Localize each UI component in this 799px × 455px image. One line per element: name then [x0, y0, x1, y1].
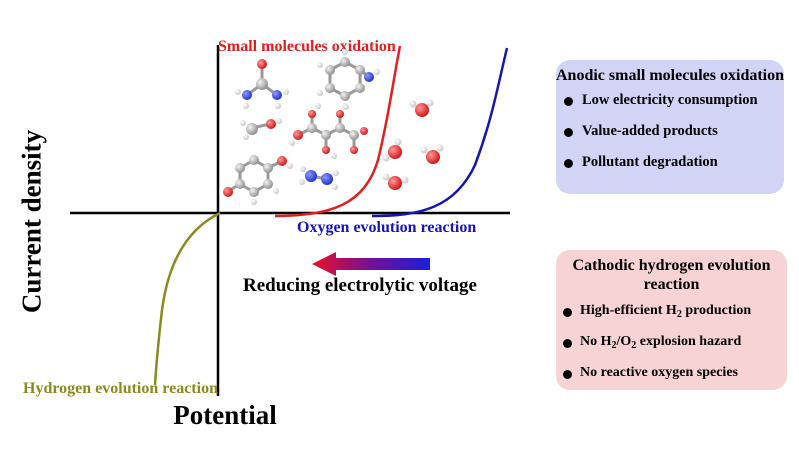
methanol-molecule-icon — [240, 118, 282, 140]
cathodic-item-text: No H — [580, 334, 612, 349]
cathodic-item-text: High-efficient H — [580, 303, 677, 318]
reducing-voltage-label: Reducing electrolytic voltage — [243, 275, 477, 296]
anodic-panel-list: Low electricity consumption Value-added … — [556, 92, 784, 185]
bullet-icon — [563, 370, 572, 379]
small-molecules-oxidation-curve — [274, 45, 402, 218]
list-item: Pollutant degradation — [556, 154, 784, 185]
glucose-molecule-icon — [289, 103, 368, 159]
subscript: 2 — [611, 340, 617, 351]
y-axis-label: Current density — [16, 129, 47, 314]
cathodic-item-text: No reactive oxygen species — [580, 365, 738, 380]
benzylamine-molecule-icon — [317, 49, 380, 109]
list-item: No reactive oxygen species — [556, 365, 787, 396]
oxygen-evolution-curve — [371, 47, 509, 218]
cathodic-panel-list: High-efficient H2 production No H2/O2 ex… — [556, 303, 787, 396]
anodic-item-label: Pollutant degradation — [582, 154, 718, 170]
subscript: 2 — [631, 340, 637, 351]
bullet-icon — [564, 128, 573, 137]
subscript: 2 — [676, 309, 682, 320]
anodic-item-label: Low electricity consumption — [582, 92, 758, 108]
urea-molecule-icon — [235, 59, 289, 109]
cathodic-panel: Cathodic hydrogen evolution reaction Hig… — [556, 250, 787, 390]
anodic-panel-title: Anodic small molecules oxidation — [556, 67, 785, 84]
oxygen-evolution-label: Oxygen evolution reaction — [297, 219, 476, 236]
hydrogen-evolution-curve — [153, 211, 221, 386]
cathodic-item-text: /O — [616, 334, 632, 349]
cathodic-item-text: explosion hazard — [636, 334, 742, 349]
x-axis-label: Potential — [173, 400, 277, 430]
list-item: Value-added products — [556, 123, 784, 154]
list-item: High-efficient H2 production — [556, 303, 787, 334]
anodic-item-label: Value-added products — [582, 123, 718, 139]
small-molecules-oxidation-label: Small molecules oxidation — [218, 38, 396, 55]
bullet-icon — [563, 308, 572, 317]
hydrogen-evolution-label: Hydrogen evolution reaction — [23, 380, 218, 397]
list-item: No H2/O2 explosion hazard — [556, 334, 787, 365]
cathodic-item-text: production — [681, 303, 752, 318]
cathodic-panel-title: Cathodic hydrogen evolution reaction — [572, 257, 771, 293]
anodic-panel: Anodic small molecules oxidation Low ele… — [556, 60, 784, 194]
reducing-voltage-arrow — [312, 252, 430, 276]
bullet-icon — [564, 159, 573, 168]
bullet-icon — [564, 97, 573, 106]
hydrazine-molecule-icon — [299, 166, 339, 190]
list-item: Low electricity consumption — [556, 92, 784, 123]
bullet-icon — [563, 339, 572, 348]
benzyl-alcohol-molecule-icon — [223, 155, 293, 205]
water-molecules-icon — [382, 99, 444, 190]
